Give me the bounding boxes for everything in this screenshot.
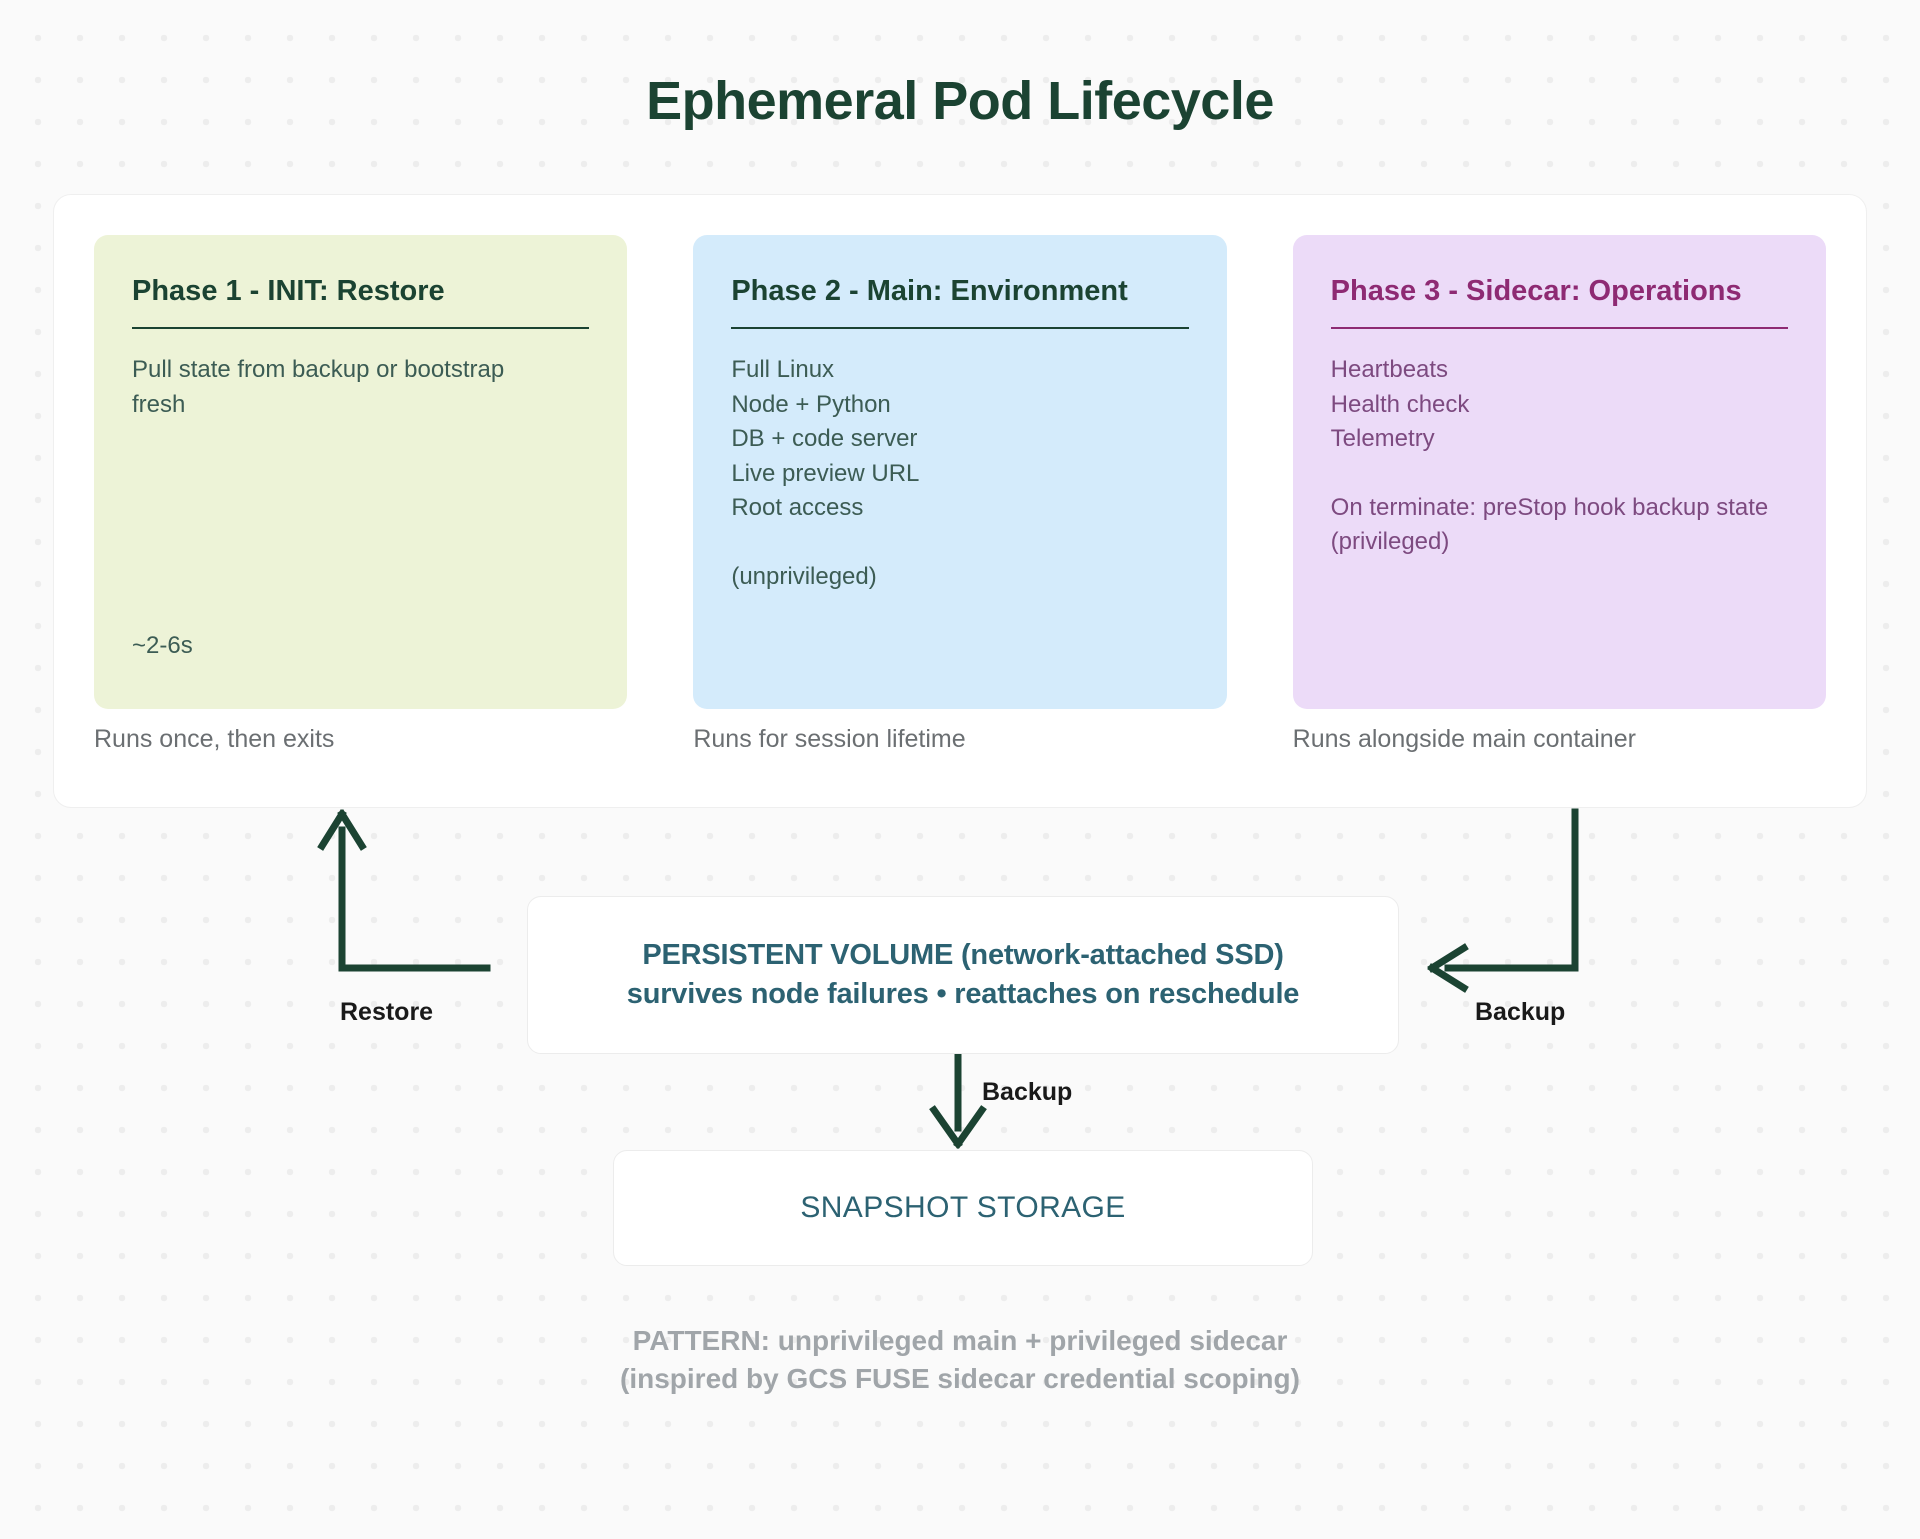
persistent-volume-subtitle: survives node failures • reattaches on r… — [626, 978, 1300, 1010]
phase-line: fresh — [132, 390, 186, 418]
phase-line: DB + code server — [731, 425, 918, 453]
phase-card-lines: Pull state from backup or bootstrap fres… — [132, 353, 589, 422]
phase-card-note: On terminate: preStop hook backup state … — [1330, 493, 1769, 555]
restore-arrow-label: Restore — [340, 998, 434, 1026]
phase-card-lines: Heartbeats Health check Telemetry — [1331, 353, 1788, 457]
phases-panel: Phase 1 - INIT: Restore Pull state from … — [53, 194, 1867, 808]
phase-line: Node + Python — [731, 390, 891, 418]
phase-card-main[interactable]: Phase 2 - Main: Environment Full Linux N… — [693, 235, 1227, 709]
phase-card-divider — [132, 327, 590, 330]
phase-card-title: Phase 1 - INIT: Restore — [132, 275, 445, 307]
phase-card-divider — [731, 327, 1189, 330]
persistent-volume-box[interactable]: PERSISTENT VOLUME (network-attached SSD)… — [527, 896, 1399, 1054]
phase-line: Health check — [1330, 390, 1470, 418]
phase-caption-sidecar: Runs alongside main container — [1292, 725, 1636, 753]
phase-line: Heartbeats — [1330, 356, 1449, 384]
phase-card-title: Phase 3 - Sidecar: Operations — [1330, 275, 1742, 307]
phase-line: Telemetry — [1330, 425, 1435, 453]
backup-mid-arrow-label: Backup — [982, 1078, 1073, 1106]
page-title: Ephemeral Pod Lifecycle — [646, 71, 1274, 131]
phase-caption-main: Runs for session lifetime — [693, 725, 966, 753]
backup-right-arrow-label: Backup — [1475, 998, 1566, 1026]
phase-cards-row: Phase 1 - INIT: Restore Pull state from … — [94, 235, 1826, 709]
snapshot-storage-label: SNAPSHOT STORAGE — [800, 1191, 1126, 1224]
backup-mid-arrow — [929, 1052, 987, 1149]
backup-right-arrow — [1427, 808, 1579, 993]
phase-card-sidecar[interactable]: Phase 3 - Sidecar: Operations Heartbeats… — [1292, 235, 1826, 709]
pattern-footer: PATTERN: unprivileged main + privileged … — [0, 1322, 1920, 1398]
phase-card-note: (unprivileged) — [731, 562, 877, 590]
snapshot-storage-box[interactable]: SNAPSHOT STORAGE — [613, 1150, 1313, 1266]
phase-card-title: Phase 2 - Main: Environment — [731, 275, 1128, 307]
phase-card-lines: Full Linux Node + Python DB + code serve… — [731, 353, 1188, 526]
phase-line: Pull state from backup or bootstrap — [132, 356, 505, 384]
phase-caption-init: Runs once, then exits — [94, 725, 335, 753]
phase-line: Live preview URL — [731, 459, 920, 487]
phase-card-init[interactable]: Phase 1 - INIT: Restore Pull state from … — [94, 235, 628, 709]
persistent-volume-title: PERSISTENT VOLUME (network-attached SSD) — [642, 939, 1284, 971]
restore-arrow — [317, 809, 491, 972]
phase-card-note: ~2-6s — [132, 631, 193, 659]
phase-line: Full Linux — [731, 356, 835, 384]
pattern-footer-line1: PATTERN: unprivileged main + privileged … — [632, 1325, 1288, 1356]
phase-card-divider — [1330, 327, 1788, 330]
phase-captions-row: Runs once, then exits Runs for session l… — [94, 725, 1826, 754]
phase-line: Root access — [731, 494, 864, 522]
pattern-footer-line2: (inspired by GCS FUSE sidecar credential… — [620, 1363, 1300, 1395]
